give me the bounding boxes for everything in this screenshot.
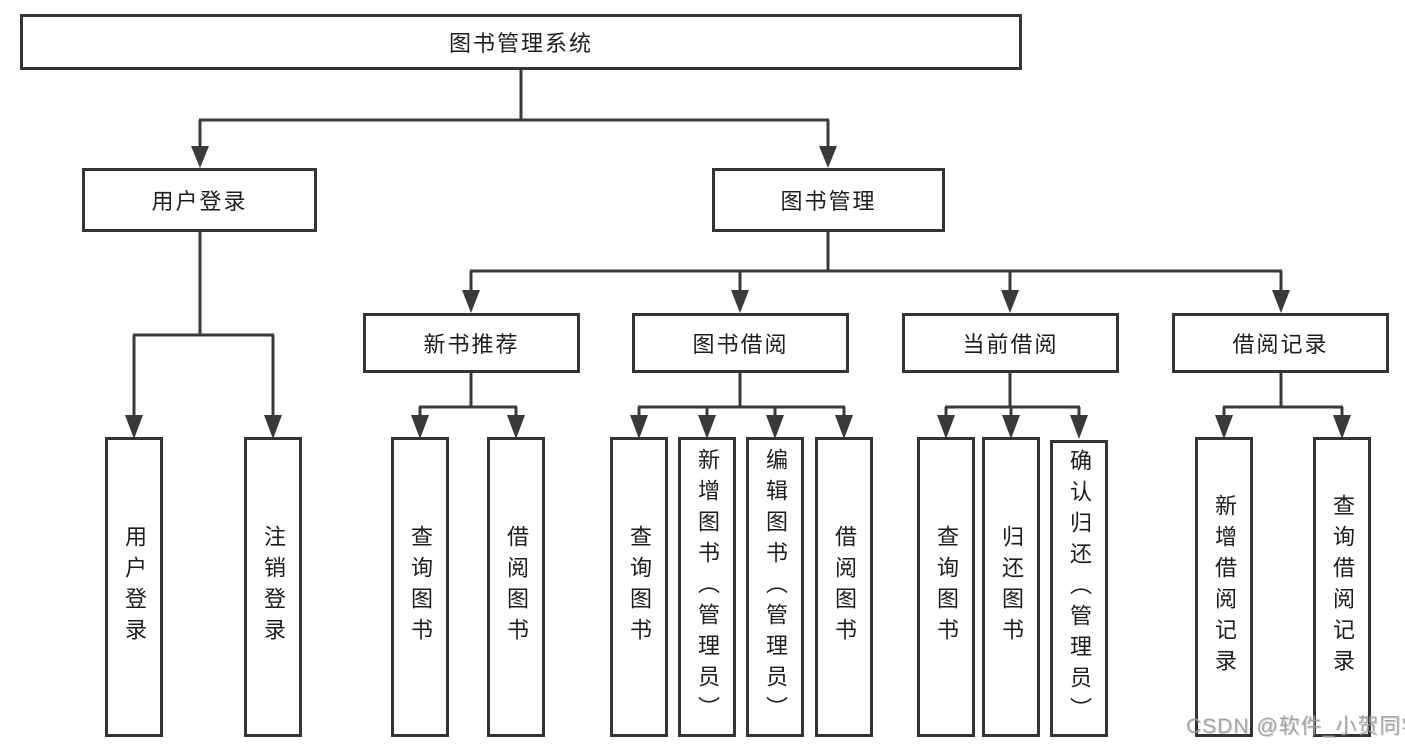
leaf-query-books-1: 查询图书 xyxy=(391,437,449,737)
node-library-management-system-label: 图书管理系统 xyxy=(448,31,593,56)
leaf-query-borrow-record: 查询借阅记录 xyxy=(1313,437,1371,737)
leaf-query-books-2: 查询图书 xyxy=(610,437,668,737)
leaf-edit-books-admin: 编辑图书（管理员） xyxy=(746,437,804,737)
csdn-watermark: CSDN @软件_小贺同学 xyxy=(1186,715,1405,738)
leaf-confirm-return-admin: 确认归还（管理员） xyxy=(1050,440,1108,737)
leaf-query-books-1-label: 查询图书 xyxy=(408,525,433,649)
leaf-add-borrow-record: 新增借阅记录 xyxy=(1195,437,1253,737)
node-user-login: 用户登录 xyxy=(82,168,317,232)
leaf-user-login: 用户登录 xyxy=(105,437,163,737)
leaf-logout-label: 注销登录 xyxy=(261,525,286,649)
node-user-login-label: 用户登录 xyxy=(151,189,248,214)
node-book-management: 图书管理 xyxy=(712,168,945,232)
leaf-return-books-label: 归还图书 xyxy=(999,525,1024,649)
leaf-query-books-2-label: 查询图书 xyxy=(627,525,652,649)
node-borrow-records-label: 借阅记录 xyxy=(1232,332,1329,357)
node-new-book-recommend: 新书推荐 xyxy=(363,313,580,373)
leaf-add-books-admin: 新增图书（管理员） xyxy=(678,437,736,737)
node-current-borrow: 当前借阅 xyxy=(902,313,1119,373)
node-book-management-label: 图书管理 xyxy=(780,189,877,214)
leaf-borrow-books-1-label: 借阅图书 xyxy=(504,525,529,649)
leaf-logout: 注销登录 xyxy=(244,437,302,737)
node-library-management-system: 图书管理系统 xyxy=(20,14,1022,70)
leaf-edit-books-admin-label: 编辑图书（管理员） xyxy=(763,447,788,727)
leaf-borrow-books-2-label: 借阅图书 xyxy=(832,525,857,649)
leaf-query-books-3: 查询图书 xyxy=(917,437,975,737)
leaf-add-borrow-record-label: 新增借阅记录 xyxy=(1212,494,1237,680)
leaf-query-borrow-record-label: 查询借阅记录 xyxy=(1330,494,1355,680)
leaf-return-books: 归还图书 xyxy=(982,437,1040,737)
node-book-borrow-label: 图书借阅 xyxy=(692,332,789,357)
arrowheads xyxy=(125,146,1351,439)
connector-lines xyxy=(132,70,1344,421)
node-book-borrow: 图书借阅 xyxy=(632,313,849,373)
node-current-borrow-label: 当前借阅 xyxy=(962,332,1059,357)
node-new-book-recommend-label: 新书推荐 xyxy=(423,332,520,357)
leaf-user-login-label: 用户登录 xyxy=(122,525,147,649)
leaf-borrow-books-1: 借阅图书 xyxy=(487,437,545,737)
leaf-add-books-admin-label: 新增图书（管理员） xyxy=(695,447,720,727)
leaf-query-books-3-label: 查询图书 xyxy=(934,525,959,649)
node-borrow-records: 借阅记录 xyxy=(1172,313,1389,373)
leaf-borrow-books-2: 借阅图书 xyxy=(815,437,873,737)
leaf-confirm-return-admin-label: 确认归还（管理员） xyxy=(1067,449,1092,728)
